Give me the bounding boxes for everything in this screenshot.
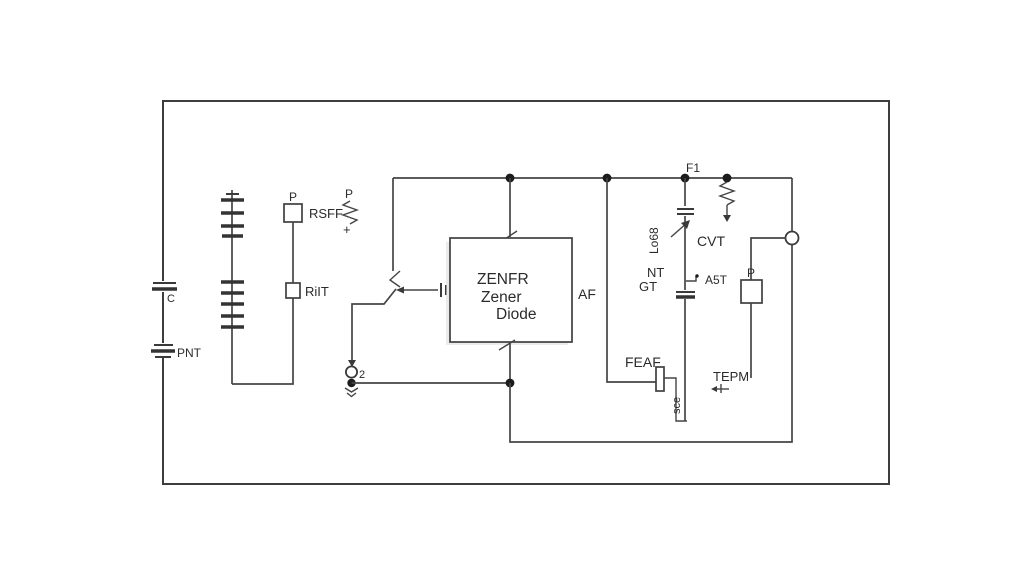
cvt-label: CVT — [697, 233, 725, 249]
rsff-p-label: P — [289, 190, 297, 204]
p-right-box — [740, 279, 763, 304]
capacitor-c: C — [152, 282, 177, 305]
zener-label-line3: Diode — [496, 306, 537, 323]
feaf-branch: FEAF sce — [606, 178, 687, 422]
tepm-label: TEPM — [713, 369, 749, 384]
rsff-label: RSFF — [309, 206, 343, 221]
outer-border-rect — [162, 100, 890, 485]
zener-bottom-tick — [498, 339, 516, 351]
rsff-box — [283, 203, 303, 223]
capacitor-pnt-label: PNT — [177, 346, 202, 360]
sce-text: sce — [671, 397, 683, 414]
resistor-zigzag — [340, 200, 360, 225]
base-arrowhead — [396, 286, 404, 294]
top-bus-wire: F1 — [393, 161, 792, 183]
feaf-link-wire — [664, 377, 687, 422]
battery-stack — [221, 190, 294, 385]
bottom-return-wires — [351, 178, 800, 443]
feaf-connector-bar — [655, 366, 665, 392]
a5t-tap-hook — [686, 276, 697, 282]
feaf-label: FEAF — [625, 354, 661, 370]
o2-subscript-label: 2 — [359, 369, 365, 381]
p-box-feed-wire — [750, 237, 786, 280]
border-gap-c — [157, 281, 169, 292]
tepm-arrowhead — [711, 386, 717, 392]
zener-label-line2: Zener — [481, 289, 522, 306]
f1-resistor — [717, 181, 737, 222]
ground-node-o2: 2 — [344, 360, 365, 398]
o2-terminal-circle — [344, 365, 358, 379]
transistor-bracket — [388, 270, 401, 288]
tepm-marker: TEPM — [711, 369, 749, 393]
battery-return-wire — [232, 298, 294, 385]
riit-label: RiIT — [305, 284, 329, 299]
cvt-branch: CVT Lo68 NT GT A5T — [639, 178, 728, 421]
junction-dot — [722, 173, 732, 183]
cvt-arrowhead — [681, 220, 690, 229]
right-terminal-circle — [784, 230, 800, 246]
transistor-emitter-wire — [351, 288, 397, 362]
zener-block-box — [449, 237, 573, 343]
f1-label: F1 — [686, 161, 700, 175]
zener-diode-block: ZENFR Zener Diode AF — [446, 178, 596, 383]
lo68-rotated-label: Lo68 — [647, 227, 661, 254]
resistor-p-label: P — [345, 187, 353, 201]
capacitor-c-label: C — [167, 293, 175, 305]
gt-label: GT — [639, 279, 657, 294]
transistor-symbol — [351, 178, 447, 362]
rsff-riit-column: P RSFF RiIT — [283, 190, 343, 299]
lo68-text: Lo68 — [647, 227, 661, 254]
inner-loop-wire — [509, 245, 793, 443]
capacitor-pnt: PNT — [151, 344, 202, 360]
af-label: AF — [578, 286, 596, 302]
a5t-label: A5T — [705, 273, 728, 287]
a5t-tap-dot — [695, 274, 699, 278]
p-box-branch: P — [740, 237, 786, 378]
f1-resistor-zigzag — [717, 181, 737, 206]
nt-label: NT — [647, 265, 664, 280]
zener-label-line1: ZENFR — [477, 271, 529, 288]
riit-box — [285, 282, 301, 299]
down-arrowhead — [723, 215, 731, 222]
p-right-label: P — [747, 266, 755, 280]
ground-chevron — [346, 392, 357, 398]
down-arrowhead — [348, 360, 356, 367]
ground-chevron — [344, 387, 359, 393]
resistor-plus-label: + — [343, 222, 351, 237]
sce-rotated-label: sce — [671, 397, 683, 414]
feaf-feed-wire — [606, 178, 656, 383]
resistor-p-plus: P + — [340, 187, 360, 237]
